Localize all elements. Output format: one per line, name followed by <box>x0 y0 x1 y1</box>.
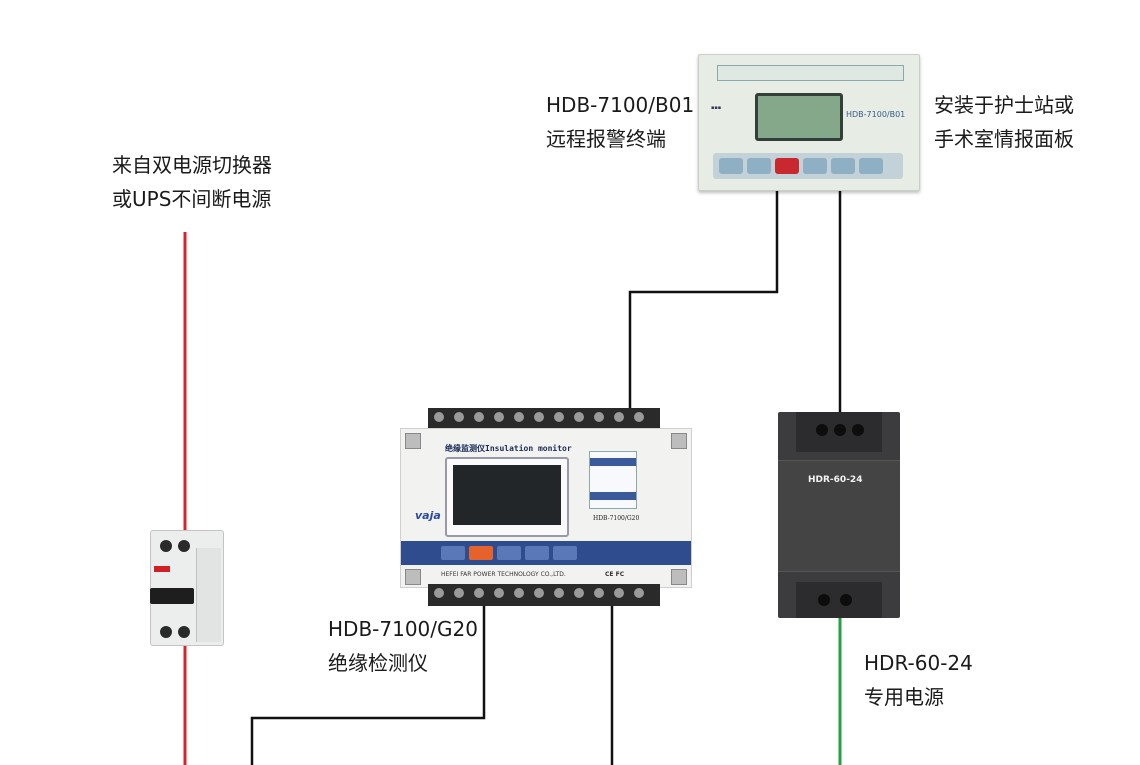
breaker-status-flag <box>154 566 170 572</box>
g20-brand-logo: vaja <box>415 509 441 522</box>
g20-button-bar: Reset <box>401 541 691 660</box>
g20-mount-ear <box>405 433 421 449</box>
b01-key-icon <box>803 158 827 174</box>
install-label-line2: 手术室情报面板 <box>934 127 1074 151</box>
b01-key-icon <box>747 158 771 174</box>
b01-button-bar <box>713 153 903 179</box>
b01-key-icon <box>831 158 855 174</box>
source-label-line1: 来自双电源切换器 <box>112 153 272 177</box>
psu-name-label: 专用电源 <box>864 685 944 709</box>
b01-caption-mark: ▪▪▪ <box>711 105 722 111</box>
b01-key-icon <box>859 158 883 174</box>
remote-alarm-terminal-image: ▪▪▪ HDB-7100/B01 <box>698 54 920 191</box>
b01-key-icon <box>775 158 799 174</box>
g20-bottom-terminal-block <box>428 584 660 606</box>
b01-to-g20-wire <box>628 190 779 410</box>
g20-mount-ear <box>405 569 421 585</box>
g20-body: 绝缘监测仪Insulation monitor vaja HDB-7100/G2… <box>400 428 692 660</box>
b01-model-label: HDB-7100/B01 <box>546 93 695 117</box>
g20-manufacturer: HEFEI FAR POWER TECHNOLOGY CO.,LTD. <box>441 571 566 578</box>
b01-key-icon <box>719 158 743 174</box>
g20-title: 绝缘监测仪Insulation monitor <box>445 444 572 453</box>
g20-top-terminal-block <box>428 408 660 430</box>
g20-lcd-screen <box>445 457 569 537</box>
g20-key-icon <box>553 546 577 560</box>
insulation-monitor-image: 绝缘监测仪Insulation monitor vaja HDB-7100/G2… <box>400 408 692 660</box>
g20-key-icon <box>525 546 549 560</box>
g20-mount-ear <box>671 569 687 585</box>
g20-cert-marks: CE FC <box>605 571 625 578</box>
install-label-line1: 安装于护士站或 <box>934 93 1074 117</box>
breaker-rcd-module <box>196 548 221 642</box>
b01-lcd-screen <box>755 93 843 141</box>
g20-indicator-panel <box>589 451 637 509</box>
source-label-line2: 或UPS不间断电源 <box>112 187 272 211</box>
b01-name-label: 远程报警终端 <box>546 127 666 151</box>
b01-panel-model: HDB-7100/B01 <box>846 110 906 119</box>
g20-name-label: 绝缘检测仪 <box>328 651 428 675</box>
psu-bottom-terminals <box>796 582 882 618</box>
psu-label-panel: HDR-60-24 <box>778 460 900 572</box>
g20-reset-text: Reset <box>629 654 643 660</box>
psu-model-label: HDR-60-24 <box>864 651 973 675</box>
g20-label: HDB-7100/G20 绝缘检测仪 <box>328 612 478 680</box>
g20-model-label: HDB-7100/G20 <box>328 617 478 641</box>
g20-key-icon <box>469 546 493 560</box>
breaker-lever <box>150 588 194 604</box>
g20-key-icon <box>497 546 521 560</box>
circuit-breaker-image <box>150 530 224 646</box>
g20-model-text: HDB-7100/G20 <box>593 515 640 522</box>
source-label: 来自双电源切换器 或UPS不间断电源 <box>112 148 272 216</box>
power-supply-image: HDR-60-24 <box>778 412 900 618</box>
psu-top-terminals <box>796 412 882 452</box>
g20-bottom-wire-left <box>250 606 486 765</box>
b01-label: HDB-7100/B01 远程报警终端 <box>546 88 694 156</box>
b01-indicator-strip <box>717 65 904 81</box>
psu-model-text: HDR-60-24 <box>808 475 863 485</box>
g20-mount-ear <box>671 433 687 449</box>
psu-label: HDR-60-24 专用电源 <box>864 646 973 714</box>
g20-key-icon <box>441 546 465 560</box>
install-label: 安装于护士站或 手术室情报面板 <box>934 88 1074 156</box>
